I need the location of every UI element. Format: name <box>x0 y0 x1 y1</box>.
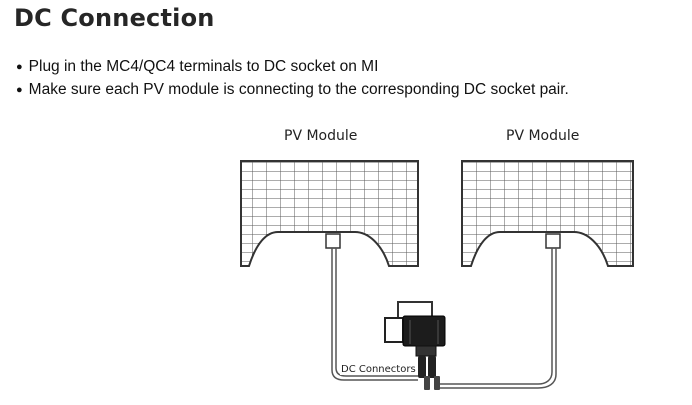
microinverter <box>384 301 446 357</box>
junction-box-left <box>325 233 341 249</box>
pv-module-label: PV Module <box>506 128 580 144</box>
dc-connector-pair <box>418 356 440 390</box>
instruction-list: Plug in the MC4/QC4 terminals to DC sock… <box>16 56 569 102</box>
dc-connectors-label: DC Connectors <box>340 364 417 375</box>
instruction-item: Make sure each PV module is connecting t… <box>16 79 569 102</box>
junction-box-right <box>545 233 561 249</box>
dc-cables <box>331 248 557 389</box>
pv-module-left <box>240 160 419 267</box>
page-title: DC Connection <box>14 4 215 32</box>
pv-module-label: PV Module <box>284 128 358 144</box>
instruction-item: Plug in the MC4/QC4 terminals to DC sock… <box>16 56 569 79</box>
pv-module-right <box>461 160 634 267</box>
